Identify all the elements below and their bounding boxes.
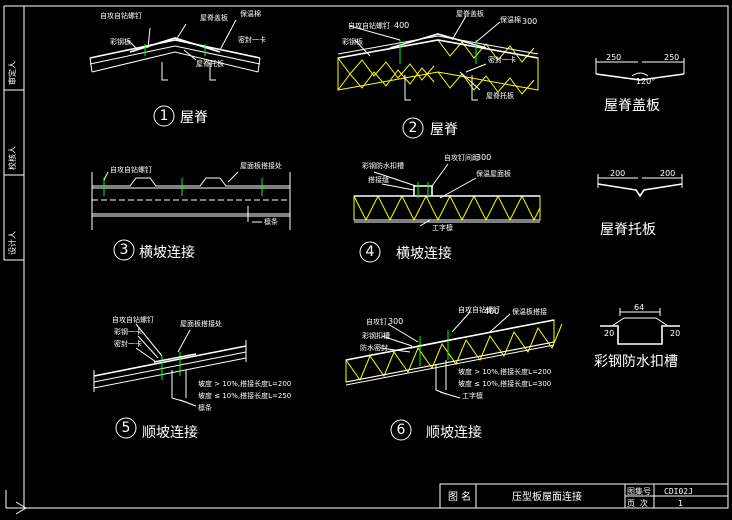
svg-text:密封一卡: 密封一卡 [238, 35, 266, 44]
svg-text:檩条: 檩条 [198, 403, 212, 412]
svg-text:屋脊托板: 屋脊托板 [486, 91, 514, 100]
sidebar-label-designer: 设计人 [7, 231, 17, 255]
svg-text:自攻自钻螺钉: 自攻自钻螺钉 [348, 21, 390, 30]
svg-text:屋脊托板: 屋脊托板 [196, 59, 224, 68]
detail-6-number-circle [390, 419, 412, 441]
detail-6-dim-b: 400 [484, 307, 499, 316]
svg-text:彩钢板: 彩钢板 [110, 37, 131, 46]
part-gutter: 64 20 20 彩钢防水扣槽 [594, 303, 680, 370]
title-block-title: 压型板屋面连接 [512, 490, 582, 503]
svg-text:防水密封: 防水密封 [360, 343, 388, 352]
detail-6-dim-a: 300 [388, 317, 403, 326]
svg-text:彩钢一卡: 彩钢一卡 [114, 327, 142, 336]
detail-5-number-circle [115, 417, 137, 439]
svg-text:保温板搭接: 保温板搭接 [512, 307, 547, 316]
svg-text:搭接缝: 搭接缝 [368, 175, 389, 184]
svg-text:自攻自钻螺钉: 自攻自钻螺钉 [100, 11, 142, 20]
svg-text:彩钢板: 彩钢板 [342, 37, 363, 46]
ridge-cap-angle: 120° [636, 77, 655, 86]
detail-3-number: 3 [120, 242, 129, 258]
sidebar-label-approver: 审定人 [7, 61, 17, 85]
svg-text:保温屋面板: 保温屋面板 [476, 169, 511, 178]
title-block-label: 图 名 [448, 490, 471, 503]
detail-3-number-circle [113, 239, 135, 261]
gutter-dim-left: 20 [604, 329, 614, 338]
ridge-tray-dim-left: 200 [610, 169, 625, 178]
svg-text:彩钢扣槽: 彩钢扣槽 [362, 331, 390, 340]
svg-text:彩钢防水扣槽: 彩钢防水扣槽 [362, 161, 404, 170]
part-ridge-tray: 200 200 屋脊托板 [597, 169, 683, 238]
detail-2-dim-a: 400 [394, 21, 409, 30]
detail-1-number: 1 [160, 108, 169, 124]
gutter-dim-right: 20 [670, 329, 680, 338]
detail-5-caption: 顺坡连接 [142, 424, 198, 441]
sheet-frame [23, 5, 729, 509]
ucs-icon [5, 490, 46, 515]
detail-6-caption: 顺坡连接 [426, 424, 482, 441]
svg-text:工字檩: 工字檩 [432, 223, 453, 232]
svg-text:屋面板搭接处: 屋面板搭接处 [180, 319, 222, 328]
detail-2-number: 2 [409, 120, 418, 136]
detail-5-longitudinal: 自攻自钻螺钉 彩钢一卡 密封一卡 屋面板搭接处 坡度 > 10%,搭接长度L=2… [93, 315, 291, 441]
detail-1-ridge: 自攻自钻螺钉 屋脊盖板 保温棉 彩钢板 密封一卡 屋脊托板 1 屋脊 [89, 9, 266, 127]
sidebar-label-checker: 校核人 [7, 146, 17, 170]
svg-text:自攻自钻螺钉: 自攻自钻螺钉 [112, 315, 154, 324]
page-number: 1 [678, 499, 683, 508]
detail-6-rule-1: 坡度 > 10%,搭接长度L=200 [458, 367, 551, 376]
svg-text:自攻自钻螺钉: 自攻自钻螺钉 [110, 165, 152, 174]
detail-2-dim-b: 300 [522, 17, 537, 26]
ridge-cap-caption: 屋脊盖板 [604, 98, 660, 114]
detail-4-dim: 300 [476, 153, 491, 162]
detail-2-ridge: 自攻自钻螺钉 400 屋脊盖板 保温棉 300 彩钢板 密封一卡 屋脊托板 2 … [337, 9, 539, 139]
title-block: 图 名 压型板屋面连接 图集号 CDI02J 页 次 1 [439, 483, 729, 509]
svg-text:密封一卡: 密封一卡 [488, 55, 516, 64]
ridge-cap-dim-right: 250 [664, 53, 679, 62]
svg-text:自攻钉间距: 自攻钉间距 [444, 153, 479, 162]
detail-4-caption: 横坡连接 [396, 245, 452, 262]
svg-text:屋脊盖板: 屋脊盖板 [200, 13, 228, 22]
detail-3-caption: 横坡连接 [139, 244, 195, 261]
ridge-tray-caption: 屋脊托板 [600, 222, 656, 238]
gutter-caption: 彩钢防水扣槽 [594, 354, 678, 370]
detail-4-number: 4 [366, 244, 375, 260]
page-label: 页 次 [627, 498, 648, 508]
detail-5-rule-2: 坡度 ≤ 10%,搭接长度L=250 [198, 391, 291, 400]
ridge-cap-dim-left: 250 [606, 53, 621, 62]
svg-text:屋脊盖板: 屋脊盖板 [456, 9, 484, 18]
svg-text:保温棉: 保温棉 [240, 9, 261, 18]
svg-text:保温棉: 保温棉 [500, 15, 521, 24]
svg-text:工字檩: 工字檩 [462, 391, 483, 400]
gutter-dim-top: 64 [634, 303, 644, 312]
svg-text:檩条: 檩条 [264, 217, 278, 226]
svg-text:屋面板搭接处: 屋面板搭接处 [240, 161, 282, 170]
atlas-label: 图集号 [627, 486, 651, 496]
detail-4-number-circle [359, 241, 381, 263]
detail-3-transverse: 自攻自钻螺钉 屋面板搭接处 檩条 3 横坡连接 [91, 161, 291, 261]
svg-text:自攻自钻螺钉: 自攻自钻螺钉 [458, 305, 500, 314]
ridge-tray-dim-right: 200 [660, 169, 675, 178]
detail-1-number-circle [153, 105, 175, 127]
part-ridge-cap: 250 250 120° 屋脊盖板 [595, 53, 685, 114]
atlas-number: CDI02J [664, 487, 693, 496]
detail-5-rule-1: 坡度 > 10%,搭接长度L=200 [198, 379, 291, 388]
detail-4-transverse: 彩钢防水扣槽 搭接缝 自攻钉间距 300 保温屋面板 工字檩 4 横坡连接 [353, 153, 541, 263]
detail-5-number: 5 [122, 420, 131, 436]
detail-6-longitudinal: 自攻钉 300 彩钢扣槽 防水密封 自攻自钻螺钉 400 保温板搭接 坡度 > … [345, 305, 563, 441]
detail-6-rule-2: 坡度 ≤ 10%,搭接长度L=300 [458, 379, 551, 388]
svg-text:自攻钉: 自攻钉 [366, 317, 387, 326]
detail-1-caption: 屋脊 [180, 110, 208, 126]
detail-6-number: 6 [397, 422, 406, 438]
svg-text:密封一卡: 密封一卡 [114, 339, 142, 348]
detail-2-number-circle [402, 117, 424, 139]
detail-2-caption: 屋脊 [430, 122, 458, 138]
